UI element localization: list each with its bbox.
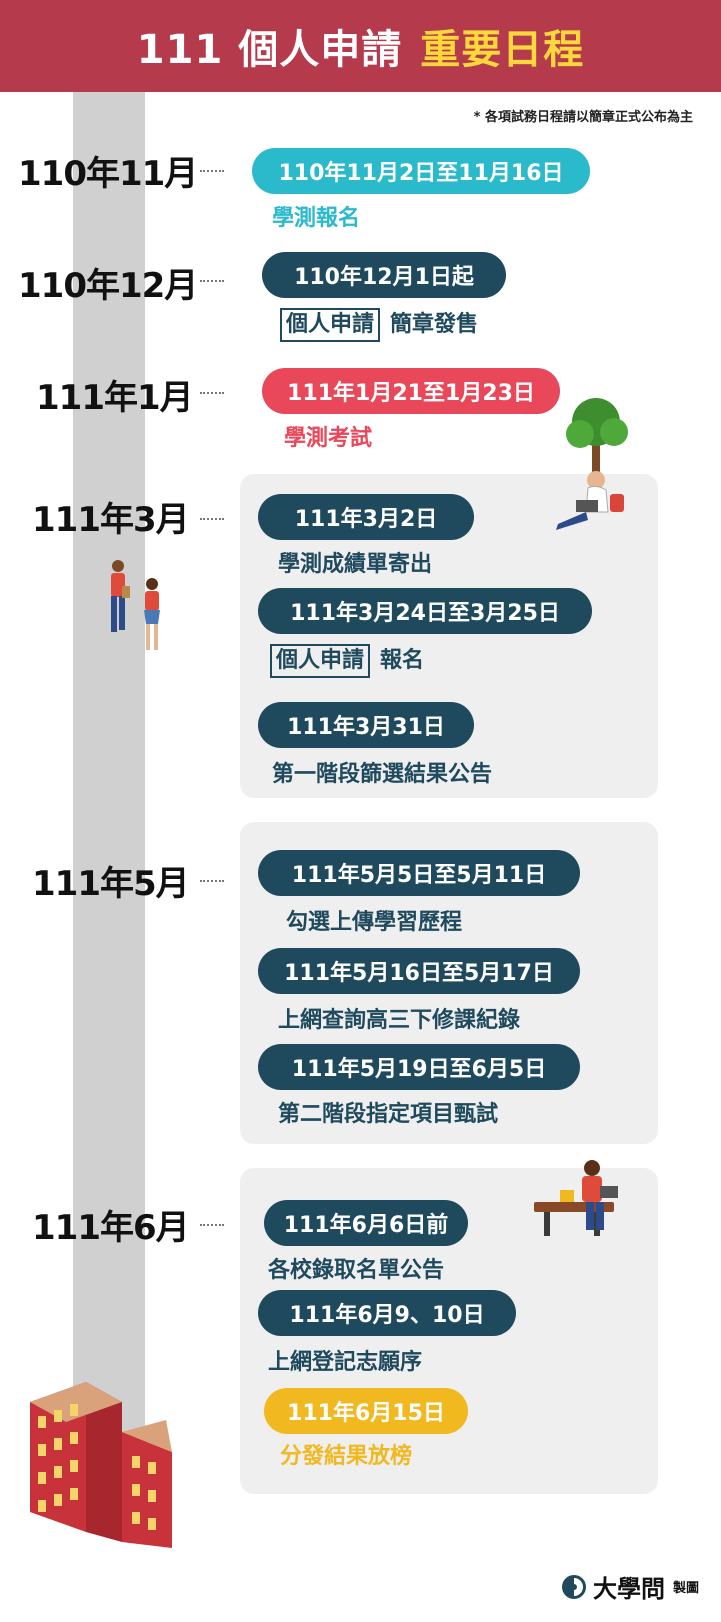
month-label: 111年5月 [32, 864, 190, 904]
page-title-highlight: 重要日程 [420, 27, 585, 73]
page-title: 111 個人申請 [136, 27, 403, 73]
event-date-pill: 111年6月15日 [264, 1388, 468, 1434]
event-label: 上網登記志願序 [268, 1350, 423, 1375]
dotted-connector [200, 518, 224, 520]
event-date-pill: 111年3月24日至3月25日 [258, 588, 592, 634]
bench-student-illustration [534, 1160, 618, 1236]
dotted-connector [200, 392, 224, 394]
month-label: 110年11月 [18, 154, 198, 194]
university-building-illustration [30, 1382, 172, 1548]
event-date-pill: 111年3月2日 [258, 494, 474, 540]
dotted-connector [200, 1224, 224, 1226]
dotted-connector [200, 170, 224, 172]
footer-credit: 大學問 製圖 [561, 1569, 699, 1604]
event-date-pill: 111年5月16日至5月17日 [258, 948, 580, 994]
timeline-bar [73, 92, 145, 1512]
month-label: 111年3月 [32, 500, 190, 540]
event-label-text: 簡章發售 [390, 312, 479, 337]
dotted-connector [200, 880, 224, 882]
event-date-pill: 110年11月2日至11月16日 [252, 148, 590, 194]
tree-student-illustration [556, 398, 628, 530]
event-label: 學測考試 [284, 426, 373, 451]
disclaimer-note: * 各項試務日程請以簡章正式公布為主 [473, 110, 693, 125]
event-date-pill: 111年1月21至1月23日 [262, 368, 560, 414]
event-label: 個人申請報名 [270, 642, 424, 678]
month-label: 110年12月 [18, 266, 198, 306]
event-label: 上網查詢高三下修課紀錄 [278, 1008, 521, 1033]
event-label: 分發結果放榜 [280, 1444, 413, 1469]
walking-students-illustration [111, 560, 160, 650]
footer-suffix: 製圖 [672, 1581, 699, 1596]
event-date-pill: 110年12月1日起 [262, 252, 506, 298]
event-date-pill: 111年3月31日 [258, 702, 474, 748]
event-label: 勾選上傳學習歷程 [286, 910, 463, 935]
event-label: 各校錄取名單公告 [268, 1258, 445, 1283]
logo-circle-icon [561, 1574, 586, 1599]
event-label: 第二階段指定項目甄試 [278, 1102, 499, 1127]
dotted-connector [200, 280, 224, 282]
header-banner: 111 個人申請 重要日程 [0, 0, 721, 92]
footer-logo-text: 大學問 [592, 1575, 665, 1603]
event-label: 學測成績單寄出 [278, 552, 433, 577]
event-date-pill: 111年5月19日至6月5日 [258, 1044, 580, 1090]
event-date-pill: 111年6月6日前 [264, 1200, 468, 1246]
event-label: 個人申請簡章發售 [280, 306, 478, 342]
event-label: 第一階段篩選結果公告 [272, 762, 493, 787]
month-label: 111年6月 [32, 1208, 190, 1248]
month-label: 111年1月 [36, 378, 194, 418]
event-date-pill: 111年6月9、10日 [258, 1290, 516, 1336]
event-label: 學測報名 [272, 206, 361, 231]
event-label-box: 個人申請 [270, 644, 371, 678]
event-label-text: 報名 [380, 648, 425, 673]
event-date-pill: 111年5月5日至5月11日 [258, 850, 580, 896]
event-label-box: 個人申請 [280, 308, 381, 342]
